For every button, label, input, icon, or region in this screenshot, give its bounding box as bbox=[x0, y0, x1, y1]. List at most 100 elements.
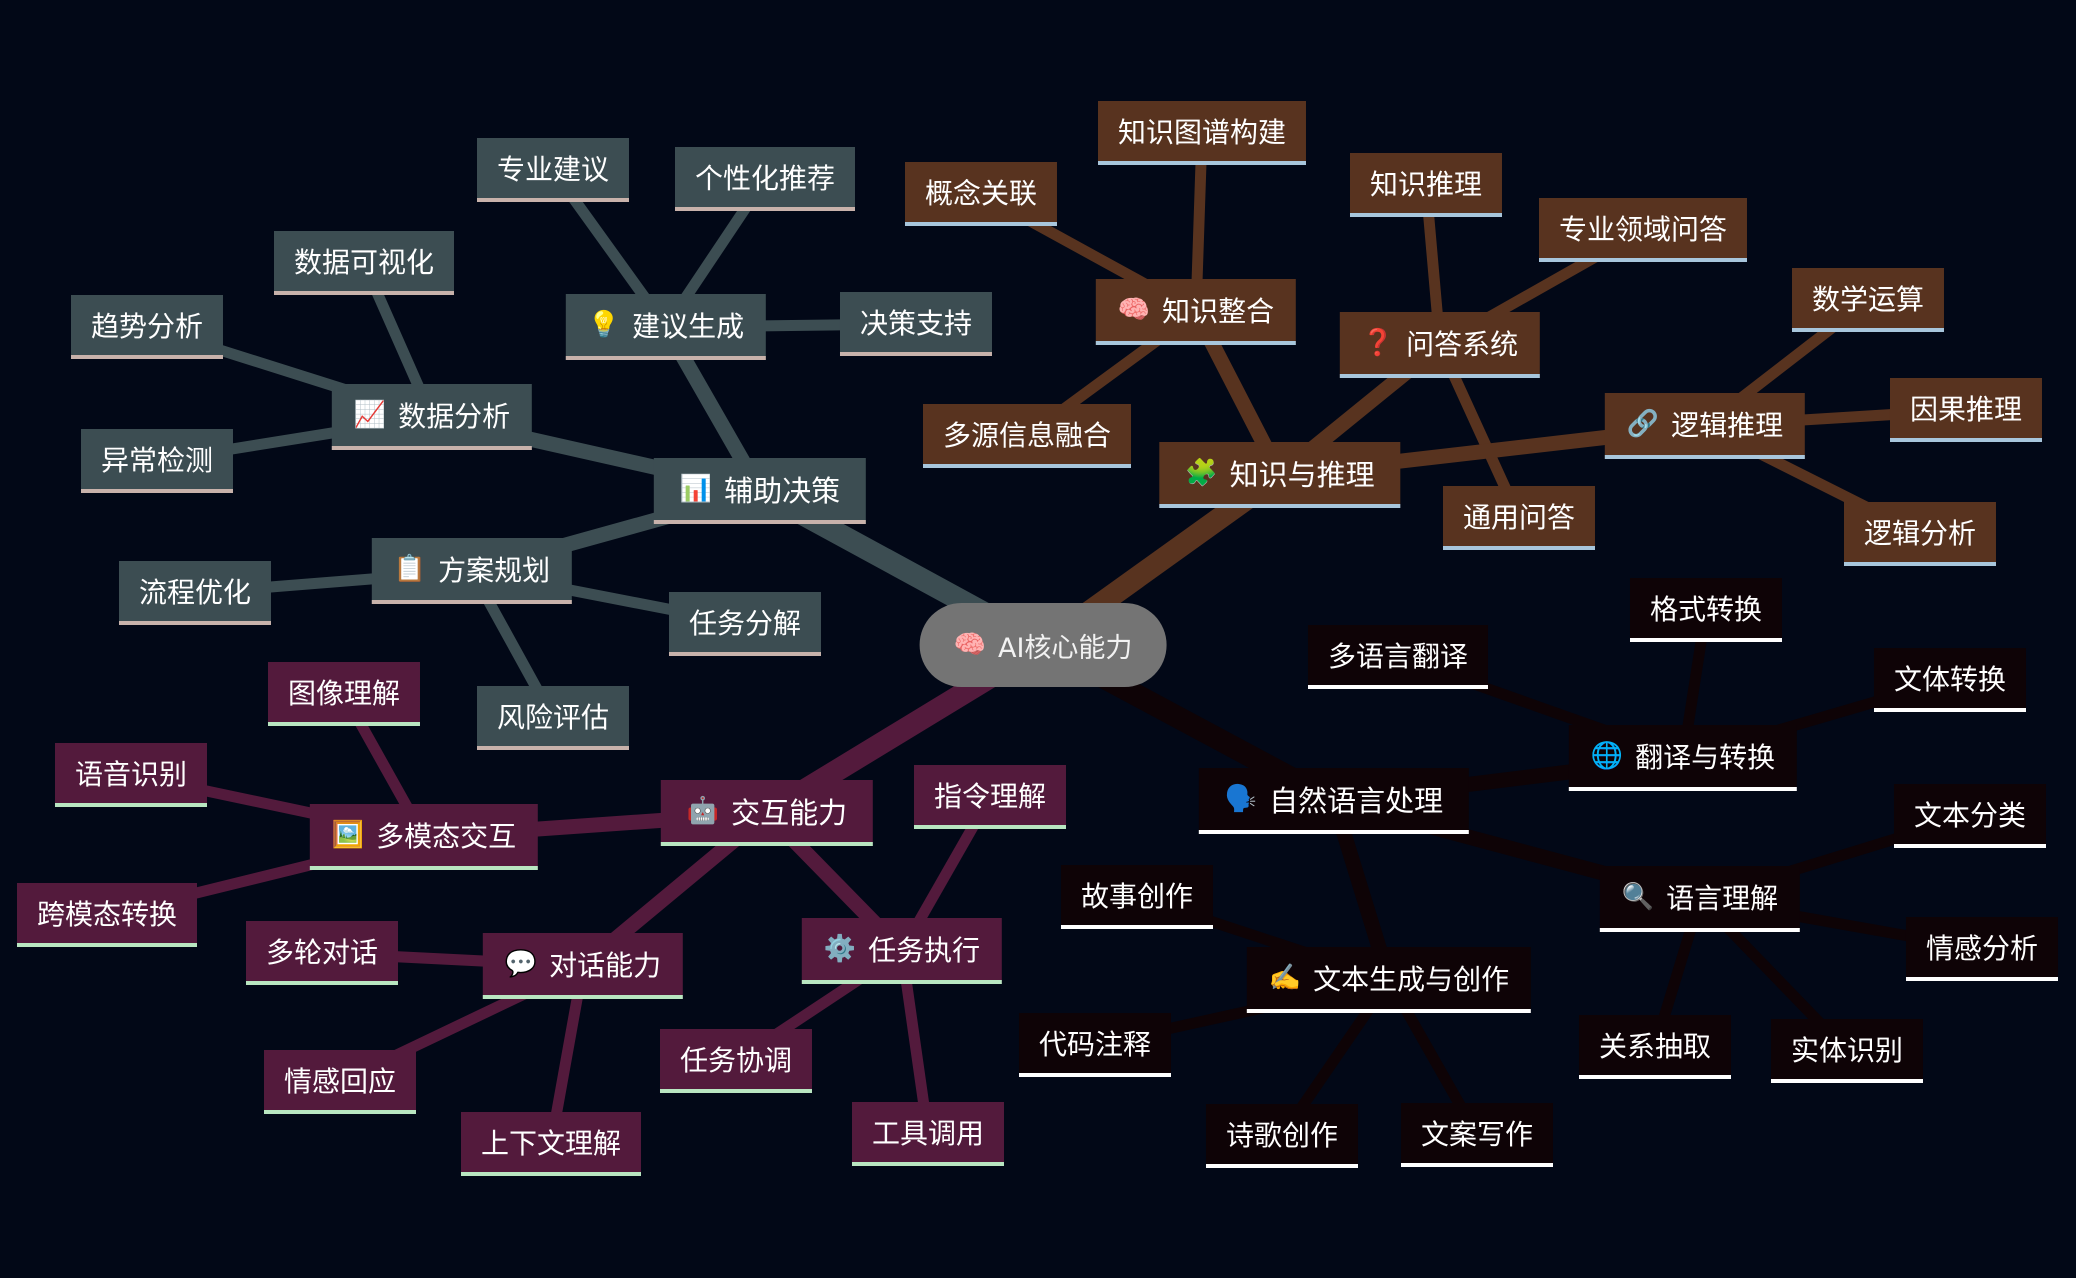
gear-icon: ⚙️ bbox=[823, 934, 857, 964]
leaf-node[interactable]: 关系抽取 bbox=[1578, 1015, 1732, 1079]
node-label: 多语言翻译 bbox=[1327, 640, 1469, 673]
node-data-analysis[interactable]: 📈数据分析 bbox=[331, 384, 533, 450]
line-chart-icon: 📈 bbox=[353, 400, 387, 430]
node-label: 风险评估 bbox=[496, 701, 610, 734]
leaf-node[interactable]: 风险评估 bbox=[476, 686, 630, 750]
node-label: 图像理解 bbox=[287, 677, 401, 710]
leaf-node[interactable]: 格式转换 bbox=[1629, 578, 1783, 642]
leaf-node[interactable]: 任务分解 bbox=[668, 592, 822, 656]
node-advice[interactable]: 💡建议生成 bbox=[565, 294, 767, 360]
node-planning[interactable]: 📋方案规划 bbox=[371, 538, 573, 604]
leaf-node[interactable]: 决策支持 bbox=[839, 292, 993, 356]
magnifier-icon: 🔍 bbox=[1621, 882, 1655, 912]
question-icon: ❓ bbox=[1361, 328, 1395, 358]
speaking-head-icon: 🗣️ bbox=[1224, 784, 1258, 814]
node-label: 代码注释 bbox=[1038, 1028, 1152, 1061]
node-interaction[interactable]: 🤖交互能力 bbox=[660, 780, 874, 846]
leaf-node[interactable]: 异常检测 bbox=[80, 429, 234, 493]
node-label: 专业建议 bbox=[496, 153, 610, 186]
node-dialogue[interactable]: 💬对话能力 bbox=[482, 933, 684, 999]
leaf-node[interactable]: 文本分类 bbox=[1893, 784, 2047, 848]
node-nlp[interactable]: 🗣️ 自然语言处理 bbox=[1198, 768, 1470, 834]
leaf-node[interactable]: 图像理解 bbox=[267, 662, 421, 726]
node-label: 工具调用 bbox=[871, 1117, 985, 1150]
leaf-node[interactable]: 故事创作 bbox=[1060, 865, 1214, 929]
bar-chart-icon: 📊 bbox=[679, 474, 713, 504]
node-logic[interactable]: 🔗 逻辑推理 bbox=[1604, 393, 1806, 459]
node-knowledge[interactable]: 🧩知识与推理 bbox=[1159, 442, 1401, 508]
leaf-node[interactable]: 任务协调 bbox=[659, 1029, 813, 1093]
node-label: 实体识别 bbox=[1790, 1034, 1904, 1067]
leaf-node[interactable]: 因果推理 bbox=[1889, 378, 2043, 442]
node-label: 文本分类 bbox=[1913, 799, 2027, 832]
leaf-node[interactable]: 数学运算 bbox=[1791, 268, 1945, 332]
node-label: 任务分解 bbox=[688, 607, 802, 640]
leaf-node[interactable]: 个性化推荐 bbox=[674, 147, 856, 211]
leaf-node[interactable]: 语音识别 bbox=[54, 743, 208, 807]
node-generation[interactable]: ✍️文本生成与创作 bbox=[1246, 947, 1532, 1013]
node-label: 流程优化 bbox=[138, 576, 252, 609]
leaf-node[interactable]: 实体识别 bbox=[1770, 1019, 1924, 1083]
node-label: 知识图谱构建 bbox=[1117, 116, 1287, 149]
node-label: 上下文理解 bbox=[480, 1127, 622, 1160]
globe-icon: 🌐 bbox=[1590, 741, 1624, 771]
leaf-node[interactable]: 诗歌创作 bbox=[1205, 1104, 1359, 1168]
leaf-node[interactable]: 文体转换 bbox=[1873, 648, 2027, 712]
leaf-node[interactable]: 知识图谱构建 bbox=[1097, 101, 1307, 165]
node-label: 语音识别 bbox=[74, 758, 188, 791]
link-icon: 🔗 bbox=[1626, 409, 1660, 439]
leaf-node[interactable]: 知识推理 bbox=[1349, 153, 1503, 217]
leaf-node[interactable]: 多语言翻译 bbox=[1307, 625, 1489, 689]
node-label: 因果推理 bbox=[1909, 393, 2023, 426]
node-label: 任务协调 bbox=[679, 1044, 793, 1077]
node-label: 数据可视化 bbox=[293, 246, 435, 279]
node-label: 趋势分析 bbox=[90, 310, 204, 343]
leaf-node[interactable]: 通用问答 bbox=[1442, 486, 1596, 550]
leaf-node[interactable]: 指令理解 bbox=[913, 765, 1067, 829]
node-decision[interactable]: 📊 辅助决策 bbox=[653, 458, 867, 524]
leaf-node[interactable]: 文案写作 bbox=[1400, 1103, 1554, 1167]
node-label: 辅助决策 bbox=[724, 474, 841, 508]
leaf-node[interactable]: 多源信息融合 bbox=[922, 404, 1132, 468]
leaf-node[interactable]: 上下文理解 bbox=[460, 1112, 642, 1176]
node-multimodal[interactable]: 🖼️多模态交互 bbox=[309, 804, 539, 870]
leaf-node[interactable]: 跨模态转换 bbox=[16, 883, 198, 947]
leaf-node[interactable]: 专业领域问答 bbox=[1538, 198, 1748, 262]
node-label: 逻辑推理 bbox=[1671, 409, 1784, 442]
leaf-node[interactable]: 流程优化 bbox=[118, 561, 272, 625]
node-label: 问答系统 bbox=[1406, 328, 1519, 361]
node-label: 诗歌创作 bbox=[1225, 1119, 1339, 1152]
node-label: AI核心能力 bbox=[997, 632, 1133, 664]
node-label: 异常检测 bbox=[100, 444, 214, 477]
leaf-node[interactable]: 概念关联 bbox=[904, 162, 1058, 226]
leaf-node[interactable]: 数据可视化 bbox=[273, 231, 455, 295]
node-label: 翻译与转换 bbox=[1635, 741, 1776, 774]
node-label: 自然语言处理 bbox=[1269, 784, 1444, 818]
node-translation[interactable]: 🌐 翻译与转换 bbox=[1568, 725, 1798, 791]
image-icon: 🖼️ bbox=[331, 820, 365, 850]
node-label: 文体转换 bbox=[1893, 663, 2007, 696]
leaf-node[interactable]: 逻辑分析 bbox=[1843, 502, 1997, 566]
node-label: 文案写作 bbox=[1420, 1118, 1534, 1151]
leaf-node[interactable]: 多轮对话 bbox=[245, 921, 399, 985]
leaf-node[interactable]: 专业建议 bbox=[476, 138, 630, 202]
leaf-node[interactable]: 代码注释 bbox=[1018, 1013, 1172, 1077]
leaf-node[interactable]: 情感分析 bbox=[1905, 917, 2059, 981]
leaf-node[interactable]: 情感回应 bbox=[263, 1050, 417, 1114]
robot-icon: 🤖 bbox=[686, 796, 720, 826]
node-label: 知识与推理 bbox=[1229, 458, 1375, 492]
light-bulb-icon: 💡 bbox=[587, 310, 621, 340]
node-label: 格式转换 bbox=[1649, 593, 1763, 626]
node-understanding[interactable]: 🔍语言理解 bbox=[1599, 866, 1801, 932]
node-label: 概念关联 bbox=[924, 177, 1038, 210]
root-node[interactable]: 🧠AI核心能力 bbox=[919, 603, 1167, 687]
node-integration[interactable]: 🧠知识整合 bbox=[1095, 279, 1297, 345]
node-qa[interactable]: ❓ 问答系统 bbox=[1339, 312, 1541, 378]
leaf-node[interactable]: 工具调用 bbox=[851, 1102, 1005, 1166]
clipboard-icon: 📋 bbox=[393, 554, 427, 584]
leaf-node[interactable]: 趋势分析 bbox=[70, 295, 224, 359]
node-label: 多轮对话 bbox=[265, 936, 379, 969]
node-task-exec[interactable]: ⚙️任务执行 bbox=[801, 918, 1003, 984]
node-label: 知识推理 bbox=[1369, 168, 1483, 201]
brain-icon: 🧠 bbox=[1117, 295, 1151, 325]
